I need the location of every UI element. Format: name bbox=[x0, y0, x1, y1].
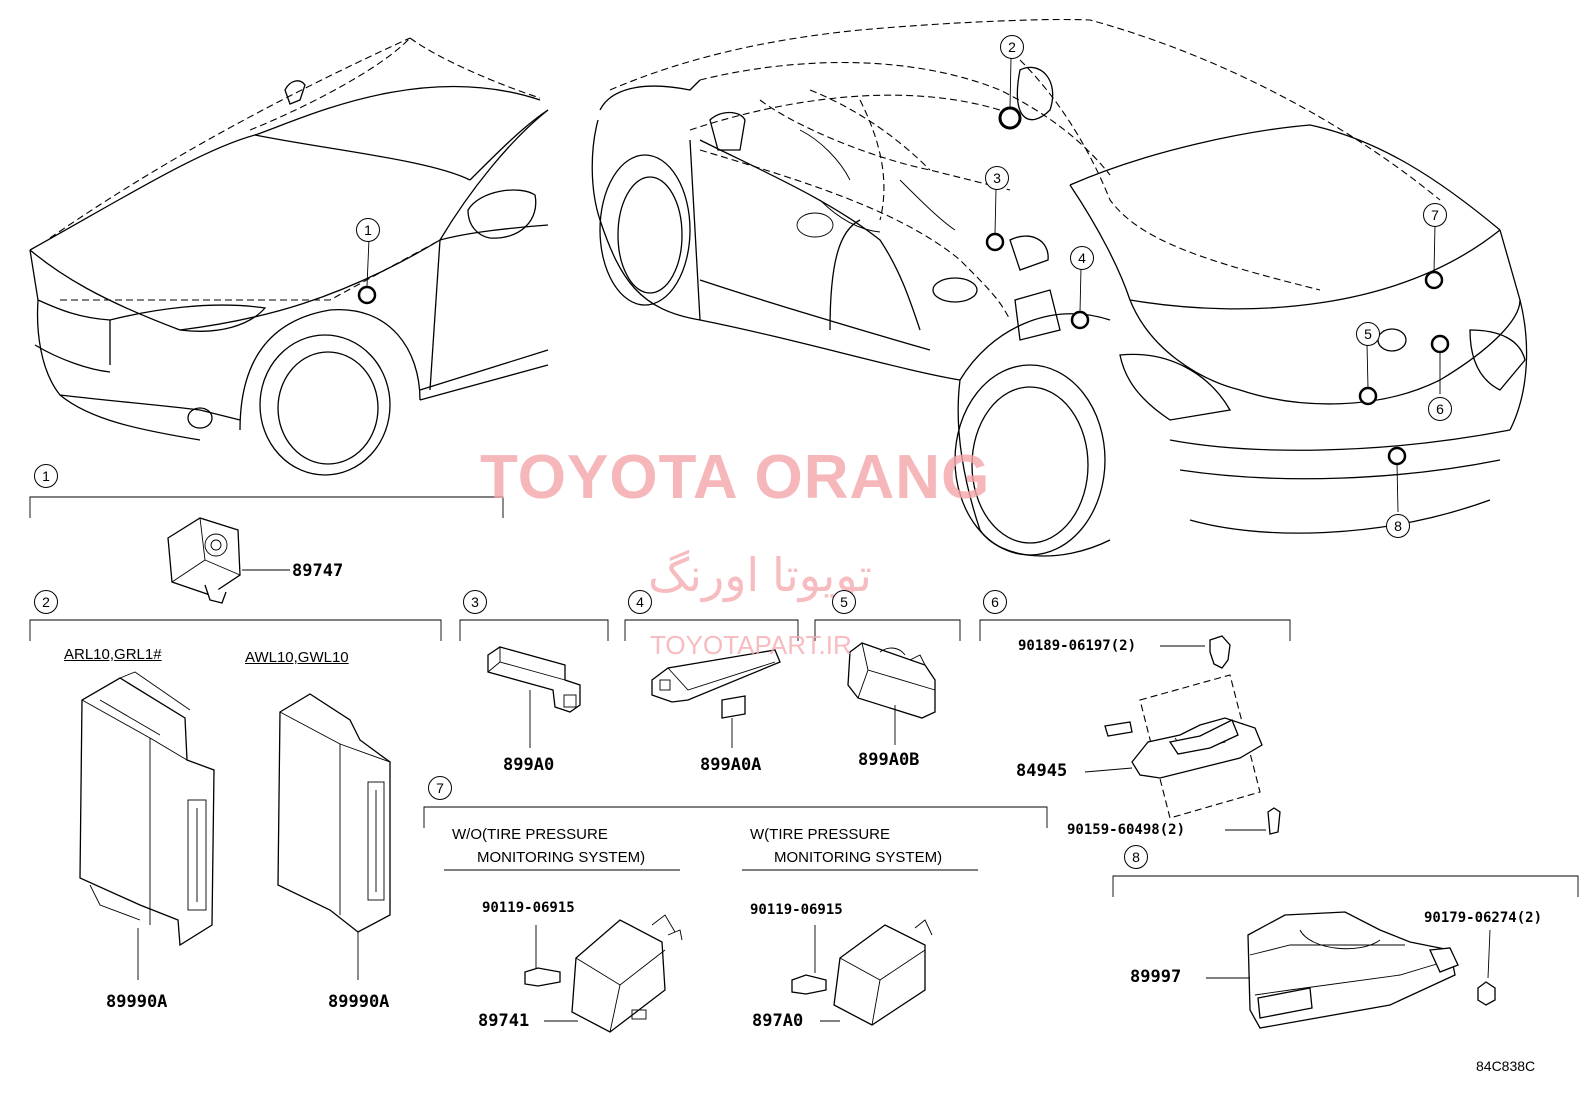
part-label-89990a-right: 89990A bbox=[328, 992, 390, 1012]
part-label-899a0b: 899A0B bbox=[858, 750, 920, 770]
watermark-site: TOYOTAPART.IR bbox=[650, 630, 852, 660]
group-3-number: 3 bbox=[463, 590, 487, 614]
part-89990a-ecu-right bbox=[277, 693, 391, 980]
callout-8-car: 8 bbox=[1386, 514, 1410, 538]
part-label-89747: 89747 bbox=[292, 561, 344, 581]
group-brackets bbox=[29, 496, 1579, 897]
callout-markers bbox=[357, 57, 1450, 513]
group-5-number: 5 bbox=[832, 590, 856, 614]
part-89997-unit bbox=[1206, 911, 1496, 1029]
callout-3-car: 3 bbox=[985, 166, 1009, 190]
callout-1-car: 1 bbox=[356, 218, 380, 242]
group-6-number: 6 bbox=[983, 590, 1007, 614]
part-label-90119-06915-right: 90119-06915 bbox=[750, 902, 843, 918]
callout-2-car: 2 bbox=[1000, 35, 1024, 59]
part-899a0a-antenna bbox=[651, 649, 781, 748]
group-8-number: 8 bbox=[1124, 845, 1148, 869]
part-label-84945: 84945 bbox=[1016, 761, 1068, 781]
part-label-897a0: 897A0 bbox=[752, 1011, 804, 1031]
variant-label-arl10: ARL10,GRL1# bbox=[64, 646, 162, 663]
part-label-899a0a: 899A0A bbox=[700, 755, 762, 775]
callout-7-car: 7 bbox=[1423, 203, 1447, 227]
part-899a0-antenna bbox=[487, 646, 581, 748]
callout-5-car: 5 bbox=[1356, 322, 1380, 346]
part-label-89990a-left: 89990A bbox=[106, 992, 168, 1012]
callout-4-car: 4 bbox=[1070, 246, 1094, 270]
part-label-90189-06197: 90189-06197(2) bbox=[1018, 638, 1137, 654]
part-899a0b-antenna bbox=[847, 642, 936, 745]
part-label-89997: 89997 bbox=[1130, 967, 1182, 987]
group-4-number: 4 bbox=[628, 590, 652, 614]
part-897a0-module bbox=[791, 919, 933, 1026]
section-title-wo-tpms-2: MONITORING SYSTEM) bbox=[477, 849, 646, 866]
part-89747-sensor bbox=[167, 517, 290, 604]
group-2-number: 2 bbox=[34, 590, 58, 614]
part-89990a-ecu-left bbox=[79, 671, 215, 980]
section-title-w-tpms-2: MONITORING SYSTEM) bbox=[774, 849, 943, 866]
diagram-code: 84C838C bbox=[1476, 1058, 1536, 1074]
part-label-899a0: 899A0 bbox=[503, 755, 555, 775]
rear-car-illustration bbox=[591, 18, 1528, 557]
section-title-wo-tpms-1: W/O(TIRE PRESSURE bbox=[452, 826, 608, 843]
part-label-90159-60498: 90159-60498(2) bbox=[1067, 822, 1186, 838]
callout-6-car: 6 bbox=[1428, 397, 1452, 421]
variant-label-awl10: AWL10,GWL10 bbox=[245, 649, 349, 666]
part-89741-module bbox=[524, 914, 683, 1033]
section-title-w-tpms-1: W(TIRE PRESSURE bbox=[750, 826, 891, 843]
front-car-illustration bbox=[29, 37, 549, 476]
part-label-90119-06915-left: 90119-06915 bbox=[482, 900, 575, 916]
watermark-persian: تویوتا اورنگ bbox=[648, 549, 872, 601]
watermark-title: TOYOTA ORANG bbox=[480, 443, 991, 512]
part-84945-assembly bbox=[1084, 635, 1281, 835]
part-label-90179-06274: 90179-06274(2) bbox=[1424, 910, 1543, 926]
group-1-number: 1 bbox=[34, 464, 58, 488]
group-7-number: 7 bbox=[428, 776, 452, 800]
part-label-89741: 89741 bbox=[478, 1011, 530, 1031]
